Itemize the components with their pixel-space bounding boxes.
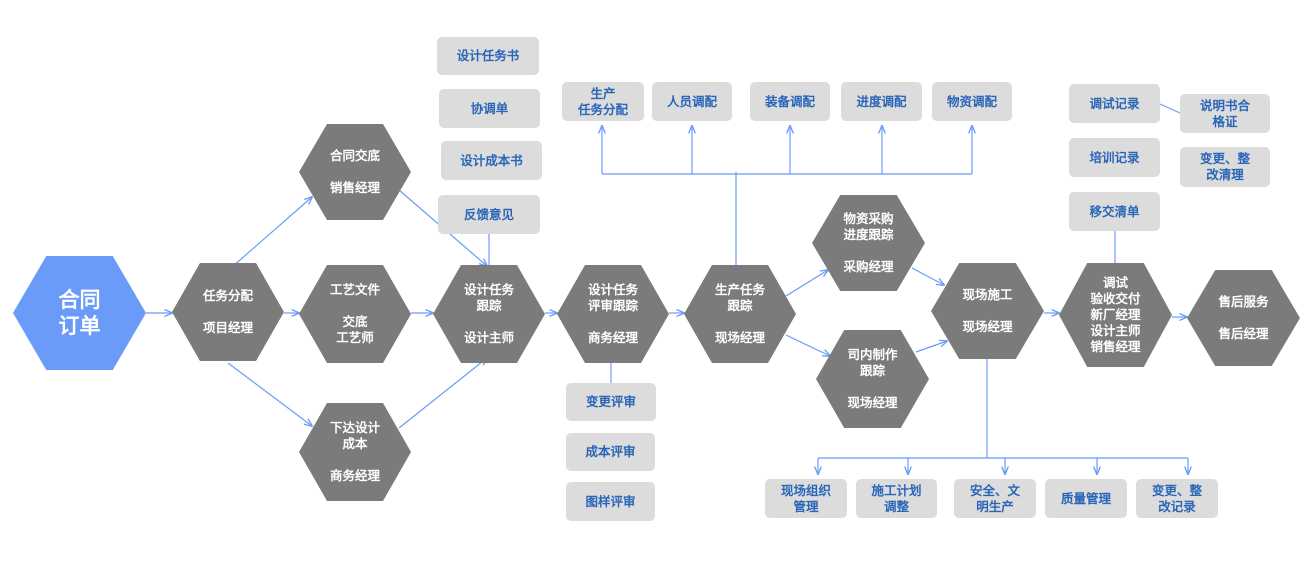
hex-design-task-tracking: 设计任务 跟踪 设计主师 <box>433 265 545 363</box>
box-design-cost-sheet: 设计成本书 <box>441 141 542 180</box>
hex-label: 现场施工 现场经理 <box>962 287 1012 335</box>
hex-label: 设计任务 评审跟踪 商务经理 <box>588 282 638 346</box>
hex-shape <box>1187 270 1300 366</box>
arrow-cost-to-design <box>398 358 487 429</box>
hex-title: 现场施工 <box>962 287 1013 302</box>
hex-procurement-tracking: 物资采购 进度跟踪 采购经理 <box>812 195 925 291</box>
hex-label: 调试 验收交付 新厂经理 设计主师 销售经理 <box>1090 275 1140 355</box>
box-change-rectify-record: 变更、整 改记录 <box>1136 479 1218 518</box>
hex-label: 工艺文件 交底 工艺师 <box>330 282 380 346</box>
hex-label: 售后服务 售后经理 <box>1218 294 1268 342</box>
hex-role: 商务经理 <box>329 468 380 483</box>
hex-role: 商务经理 <box>587 330 638 345</box>
box-staff-dispatch: 人员调配 <box>652 82 732 121</box>
box-training-record: 培训记录 <box>1069 138 1160 177</box>
box-schedule-dispatch: 进度调配 <box>841 82 922 121</box>
box-material-dispatch: 物资调配 <box>932 82 1012 121</box>
hex-role: 现场经理 <box>847 395 898 410</box>
box-change-review: 变更评审 <box>566 383 656 421</box>
hex-title: 工艺文件 <box>329 282 380 297</box>
hex-role: 销售经理 <box>329 180 380 195</box>
hex-title: 生产任务 跟踪 <box>714 282 765 313</box>
hex-inhouse-production-tracking: 司内制作 跟踪 现场经理 <box>816 330 929 428</box>
hex-title: 下达设计 成本 <box>329 420 380 451</box>
hex-role: 现场经理 <box>714 330 765 345</box>
hex-role: 项目经理 <box>202 320 253 335</box>
hex-role: 设计主师 <box>463 330 514 345</box>
hex-title: 合同交底 <box>329 148 380 163</box>
hex-issue-design-cost: 下达设计 成本 商务经理 <box>299 403 411 501</box>
hex-role: 采购经理 <box>843 259 894 274</box>
hex-after-sales: 售后服务 售后经理 <box>1187 270 1300 366</box>
box-production-task-assign: 生产 任务分配 <box>562 82 644 121</box>
hex-task-assign: 任务分配 项目经理 <box>172 263 284 361</box>
box-commissioning-record: 调试记录 <box>1069 84 1160 123</box>
box-cost-review: 成本评审 <box>566 433 655 471</box>
hex-label: 设计任务 跟踪 设计主师 <box>464 282 514 346</box>
hex-label: 物资采购 进度跟踪 采购经理 <box>843 211 893 275</box>
hex-label: 合同交底 销售经理 <box>330 148 380 196</box>
hex-design-review-tracking: 设计任务 评审跟踪 商务经理 <box>557 265 669 363</box>
hex-title: 调试 验收交付 新厂经理 设计主师 销售经理 <box>1090 275 1141 354</box>
hex-title: 物资采购 进度跟踪 <box>843 211 894 242</box>
box-handover-list: 移交清单 <box>1069 192 1160 231</box>
hex-label: 生产任务 跟踪 现场经理 <box>715 282 765 346</box>
hex-role: 交底 工艺师 <box>336 314 374 345</box>
hex-title: 设计任务 评审跟踪 <box>587 282 638 313</box>
box-design-brief: 设计任务书 <box>437 37 539 75</box>
hex-title: 售后服务 <box>1218 294 1269 309</box>
hex-label: 下达设计 成本 商务经理 <box>330 420 380 484</box>
hex-role: 售后经理 <box>1218 326 1269 341</box>
hex-label: 任务分配 项目经理 <box>203 288 253 336</box>
box-site-organization: 现场组织 管理 <box>765 479 847 518</box>
hex-label: 合同 订单 <box>59 287 101 339</box>
hex-role: 现场经理 <box>962 319 1013 334</box>
link-records-to-certificate <box>1159 103 1181 114</box>
box-quality-management: 质量管理 <box>1045 479 1127 518</box>
hex-contract-order: 合同 订单 <box>13 256 146 370</box>
box-safety-production: 安全、文 明生产 <box>954 479 1036 518</box>
hex-commissioning: 调试 验收交付 新厂经理 设计主师 销售经理 <box>1059 263 1172 367</box>
box-drawing-review: 图样评审 <box>566 482 655 521</box>
hex-site-construction: 现场施工 现场经理 <box>931 263 1044 359</box>
hex-shape <box>1059 263 1172 367</box>
hex-contract-handover: 合同交底 销售经理 <box>299 124 411 220</box>
hex-shape <box>684 265 796 363</box>
box-equipment-dispatch: 装备调配 <box>750 82 830 121</box>
hex-shape <box>557 265 669 363</box>
box-change-rectify-list: 变更、整 改清理 <box>1180 147 1270 187</box>
box-coordination-sheet: 协调单 <box>439 89 540 128</box>
box-manual-certificate: 说明书合 格证 <box>1180 94 1270 133</box>
hex-production-task-tracking: 生产任务 跟踪 现场经理 <box>684 265 796 363</box>
box-construction-plan: 施工计划 调整 <box>856 479 937 518</box>
hex-title: 任务分配 <box>202 288 253 303</box>
hex-title: 司内制作 跟踪 <box>847 347 898 378</box>
box-feedback: 反馈意见 <box>438 195 540 234</box>
hex-title: 合同 订单 <box>58 288 101 338</box>
hex-process-docs: 工艺文件 交底 工艺师 <box>299 265 411 363</box>
hex-title: 设计任务 跟踪 <box>463 282 514 313</box>
hex-label: 司内制作 跟踪 现场经理 <box>847 347 897 411</box>
